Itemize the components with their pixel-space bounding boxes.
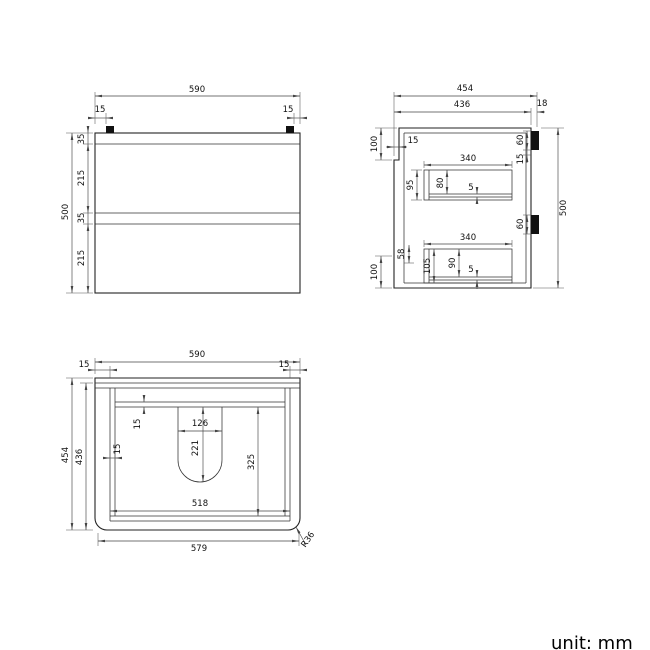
dim-side-drawer1-base-thickness: 5 — [468, 183, 473, 193]
plan-countertop-outline — [94, 377, 301, 531]
dim-side-drawer1-front-height: 95 — [406, 180, 416, 191]
dim-side-drawer2-front-height: 105 — [423, 258, 433, 274]
hanging-rail-top — [531, 131, 539, 150]
drawer2-box-section — [423, 248, 513, 284]
dim-side-front-top-height: 100 — [370, 136, 380, 152]
plan-view-outline — [94, 377, 301, 531]
dim-side-bottom-height: 100 — [370, 264, 380, 280]
plumbing-cutout — [177, 407, 223, 483]
dim-plan-total-depth: 454 — [61, 447, 71, 463]
dim-plan-total-width: 590 — [189, 350, 205, 360]
dim-side-total-height: 500 — [559, 200, 569, 216]
radius-leader-line — [295, 526, 307, 546]
dim-side-drawer2-offset: 58 — [397, 249, 407, 260]
dim-side-drawer2-box-height: 90 — [448, 258, 458, 269]
dim-side-drawer2-base-thickness: 5 — [468, 265, 473, 275]
dim-plan-edge-offset-right: 15 — [279, 360, 290, 370]
dim-side-drawer2-depth: 340 — [460, 233, 476, 243]
dim-plan-body-depth: 436 — [75, 449, 85, 465]
dim-side-rail-gap: 18 — [537, 99, 548, 109]
plan-view: 590 15 15 454 436 15 126 221 15 325 518 … — [61, 350, 317, 554]
dim-plan-edge-offset-left: 15 — [79, 360, 90, 370]
drawer1-box-section — [423, 169, 513, 201]
dim-side-rail-mid-height: 60 — [516, 219, 526, 230]
wall-bracket-right — [286, 126, 294, 133]
dim-side-rail-top-offset: 15 — [516, 154, 526, 165]
dim-plan-side-wall-thickness: 15 — [113, 444, 123, 455]
dim-front-total-height: 500 — [61, 204, 71, 220]
dim-plan-back-rail-thickness: 15 — [133, 419, 143, 430]
wall-bracket-left — [106, 126, 114, 133]
unit-label: unit: mm — [551, 633, 633, 650]
dim-front-top-gap: 35 — [77, 134, 87, 145]
side-view-dimension-lines — [375, 92, 564, 289]
dim-plan-cutout-depth: 221 — [191, 440, 201, 456]
dim-side-drawer1-depth: 340 — [460, 154, 476, 164]
plan-view-dimension-lines — [66, 358, 307, 546]
dim-front-mid-gap: 35 — [77, 213, 87, 224]
dim-side-body-depth: 436 — [454, 100, 470, 110]
dim-plan-inner-depth: 325 — [247, 454, 257, 470]
dim-front-total-width: 590 — [189, 85, 205, 95]
front-view-outline — [94, 126, 301, 294]
dim-side-total-depth: 454 — [457, 84, 473, 94]
side-view: 454 436 18 500 100 15 60 15 60 340 95 80… — [370, 84, 569, 289]
dim-side-rail-top-height: 60 — [516, 135, 526, 146]
dim-side-drawer1-box-height: 80 — [436, 178, 446, 189]
dim-plan-corner-radius: R36 — [299, 530, 317, 549]
dim-plan-front-width: 579 — [191, 544, 207, 554]
side-view-outline — [393, 127, 539, 289]
side-cabinet-outline — [393, 127, 532, 289]
dim-front-bracket-offset-left: 15 — [95, 105, 106, 115]
dim-front-drawer2-height: 215 — [77, 250, 87, 266]
front-view: 590 15 15 500 35 215 35 215 — [61, 85, 307, 294]
dim-side-front-panel-thickness: 15 — [408, 136, 419, 146]
dim-front-drawer1-height: 215 — [77, 170, 87, 186]
dim-plan-cutout-width: 126 — [192, 419, 208, 429]
dim-front-bracket-offset-right: 15 — [283, 105, 294, 115]
dim-plan-inner-width: 518 — [192, 499, 208, 509]
front-view-dimension-lines — [66, 92, 307, 294]
hanging-rail-mid — [531, 215, 539, 234]
